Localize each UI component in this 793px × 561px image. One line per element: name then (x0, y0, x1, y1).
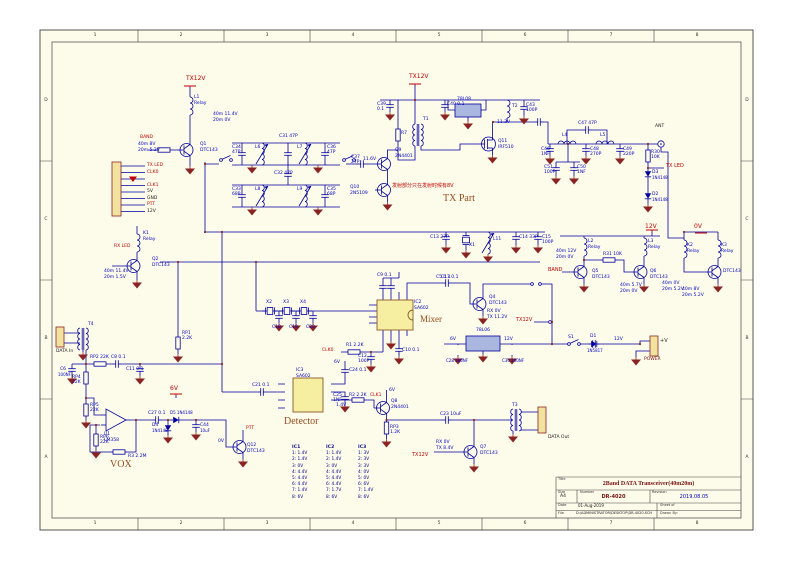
data-in-connector (55, 326, 65, 348)
io-header-connector (111, 161, 122, 217)
component-symbols (67, 83, 722, 462)
title-block-rules (555, 476, 741, 518)
wires-osc-buses (160, 162, 545, 392)
wires-ptt (196, 419, 244, 459)
wires-band-filter (205, 142, 357, 208)
component-boxes (55, 103, 659, 434)
wires-tx-amp (367, 100, 416, 202)
power-connector (649, 335, 659, 357)
wires-rx-relays (683, 231, 719, 284)
mixer-ic-body (376, 299, 414, 331)
regulator-78l06 (465, 335, 501, 352)
wires-lpf-ant (548, 129, 684, 239)
connector-diode-mark (129, 176, 137, 182)
data-out-connector (537, 406, 547, 434)
wires-detector (222, 361, 538, 464)
detector-ic-body (292, 377, 324, 413)
regulator-78l08 (454, 103, 482, 118)
wires-tx-final (380, 84, 549, 155)
wires-xtal-filter (256, 310, 369, 323)
wires-mixer (341, 272, 408, 364)
